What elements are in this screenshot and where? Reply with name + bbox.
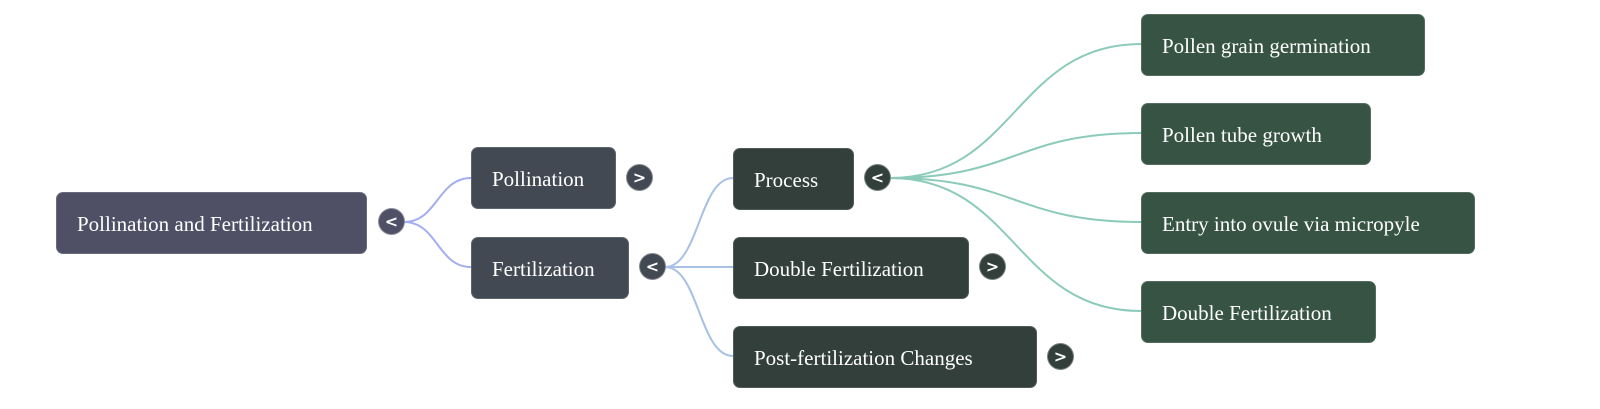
node-root[interactable]: Pollination and Fertilization	[56, 192, 367, 254]
edge-fertilization-post	[664, 266, 734, 357]
edge-root-pollination	[403, 177, 472, 223]
edge-process-germination	[889, 43, 1142, 179]
edge-process-tube	[889, 132, 1142, 179]
node-pollen-grain-germination[interactable]: Pollen grain germination	[1141, 14, 1425, 76]
expand-toggle-post-fertilization[interactable]: >	[1047, 343, 1074, 370]
node-fertilization[interactable]: Fertilization	[471, 237, 629, 299]
edge-root-fertilization	[403, 221, 472, 268]
edge-process-double	[889, 177, 1142, 312]
node-double-fertilization-detail[interactable]: Double Fertilization	[1141, 281, 1376, 343]
node-pollen-tube-growth[interactable]: Pollen tube growth	[1141, 103, 1371, 165]
node-double-fertilization[interactable]: Double Fertilization	[733, 237, 969, 299]
expand-toggle-pollination[interactable]: >	[626, 164, 653, 191]
edge-fertilization-process	[664, 177, 734, 268]
collapse-toggle-root[interactable]: <	[378, 208, 405, 235]
edge-process-entry	[889, 177, 1142, 223]
node-entry-into-ovule[interactable]: Entry into ovule via micropyle	[1141, 192, 1475, 254]
collapse-toggle-process[interactable]: <	[864, 164, 891, 191]
node-pollination[interactable]: Pollination	[471, 147, 616, 209]
expand-toggle-double-fertilization[interactable]: >	[979, 253, 1006, 280]
collapse-toggle-fertilization[interactable]: <	[639, 253, 666, 280]
node-post-fertilization-changes[interactable]: Post-fertilization Changes	[733, 326, 1037, 388]
node-process[interactable]: Process	[733, 148, 854, 210]
